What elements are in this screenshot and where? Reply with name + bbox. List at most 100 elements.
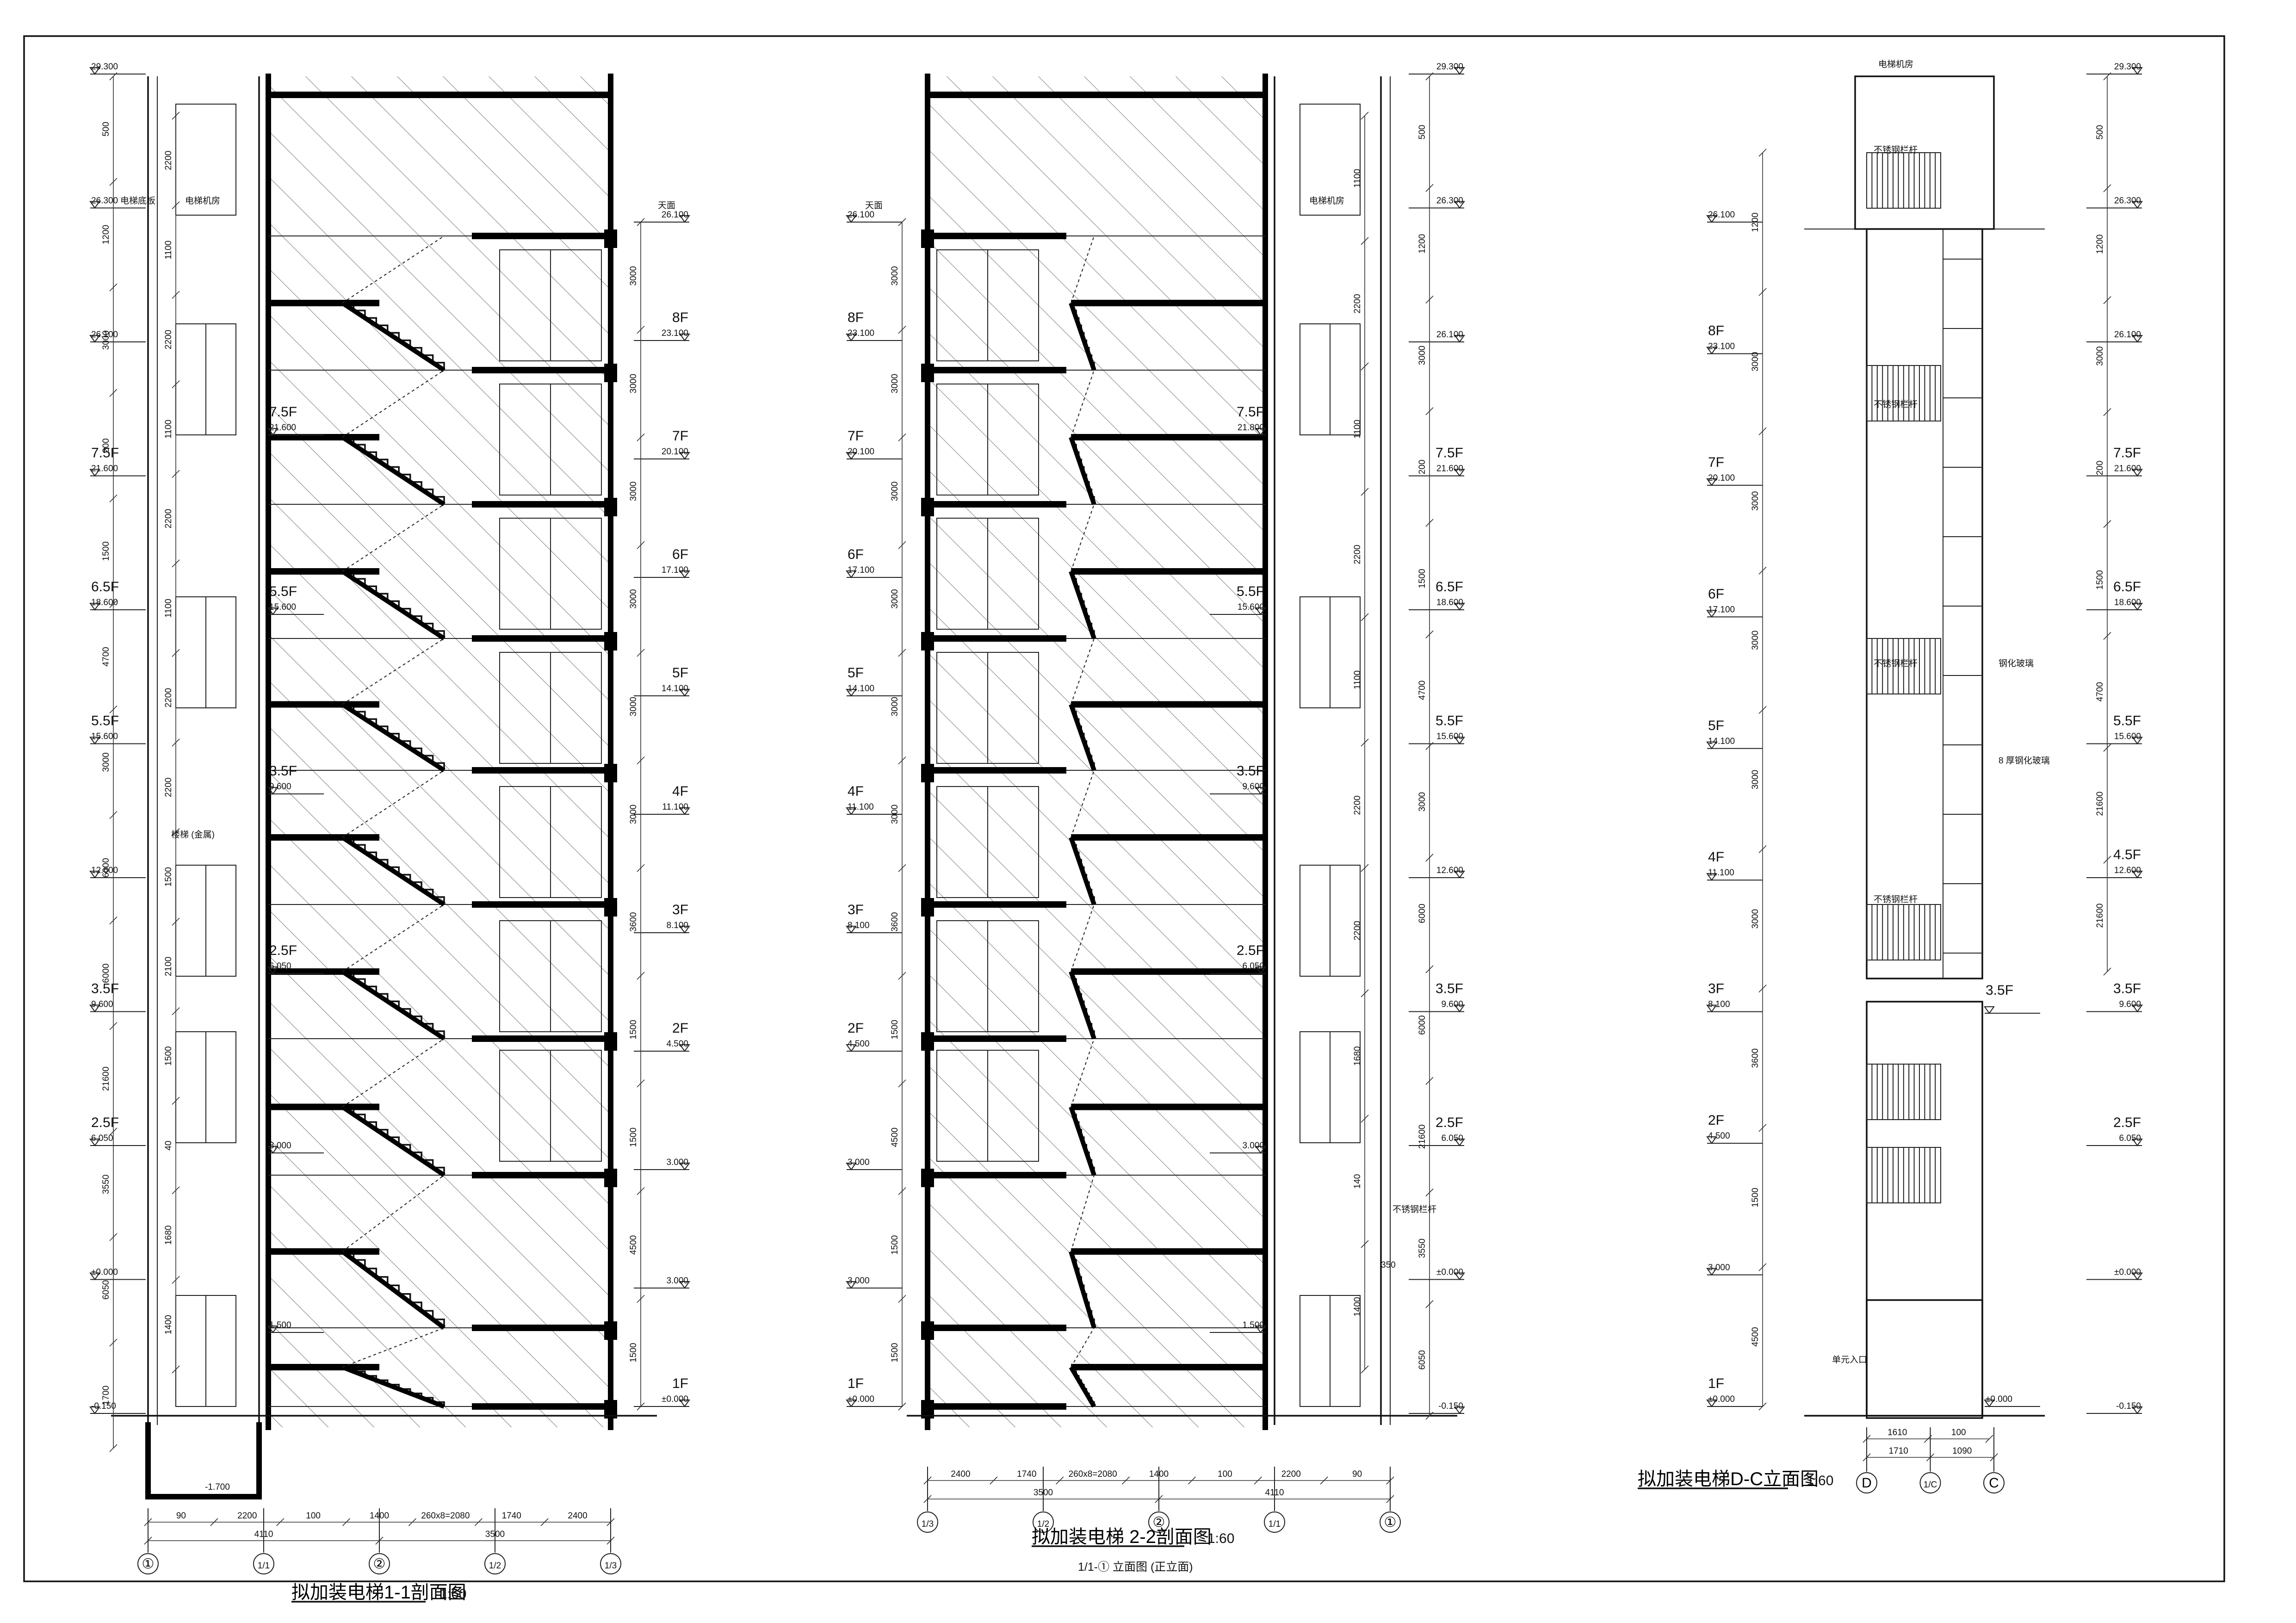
inner-dim-tick — [172, 917, 180, 926]
inner-dim-tick — [1361, 488, 1369, 496]
inner-dim-value: 1500 — [164, 867, 173, 886]
column-block — [604, 1032, 617, 1051]
level-floor-label: 5.5F — [2113, 713, 2141, 729]
dim-tick — [2103, 184, 2111, 192]
inner-dim-value: 2200 — [164, 688, 173, 707]
level-elevation: 26.100 — [2114, 330, 2141, 340]
dim-value: 3000 — [101, 752, 111, 772]
right-dimensions: 5001200300020015004700300060006000216003… — [1417, 72, 1434, 1420]
level-triangle — [89, 201, 100, 209]
level-floor-label: 5F — [672, 665, 688, 681]
level-elevation: ±0.000 — [662, 1394, 688, 1404]
level-floor-label: 7.5F — [1436, 446, 1463, 461]
dim-tick — [2103, 632, 2111, 640]
level-triangle — [679, 926, 690, 934]
section-scale: 1:60 — [439, 1586, 466, 1602]
dim-tick — [474, 1518, 483, 1526]
stair-flight — [342, 1106, 445, 1175]
dim-value: 3000 — [2095, 347, 2105, 366]
dim-tick — [1425, 407, 1434, 415]
inner-dim-tick — [1361, 613, 1369, 621]
level-elevation: 26.100 — [1436, 330, 1463, 340]
grid-label: 1/2 — [489, 1561, 501, 1571]
note-tempered-glass: 8 厚钢化玻璃 — [1999, 756, 2050, 766]
dim-value: 1740 — [502, 1511, 521, 1521]
dim-value: 3000 — [1417, 346, 1427, 365]
dim-value: 4500 — [629, 1235, 638, 1255]
column-block — [921, 364, 934, 382]
column-block — [604, 764, 617, 782]
inner-dim-tick — [172, 1365, 180, 1374]
left-level-marks: 26.1008F23.1007F20.1006F17.1005F14.1004F… — [846, 210, 902, 1407]
stair-flight — [342, 570, 445, 638]
level-triangle — [1454, 871, 1465, 879]
grid-label: ① — [142, 1556, 155, 1572]
dim-value: 3000 — [629, 589, 638, 608]
level-floor-label: 4F — [1708, 849, 1724, 865]
level-triangle — [679, 689, 690, 697]
level-floor-label: 7F — [672, 428, 688, 444]
stair-upper-flight — [342, 770, 445, 838]
level-floor-label: 3.5F — [2113, 981, 2141, 997]
level-triangle — [679, 334, 690, 341]
level-triangle — [846, 926, 857, 934]
dim-tick — [1758, 566, 1767, 575]
stair-level-elevation: 15.600 — [1238, 602, 1264, 612]
dim-tick — [1425, 1077, 1434, 1085]
stair-upper-flight — [342, 504, 445, 572]
dim-tick — [1758, 1402, 1767, 1411]
stair-level-marks: 7.5F21.6005.5F15.6003.5F9.6002.5F6.0503.… — [267, 404, 324, 1333]
dim-value: 6000 — [101, 858, 111, 877]
column-block — [604, 229, 617, 248]
inner-dim-tick — [172, 112, 180, 120]
grid-label: ② — [1153, 1515, 1165, 1530]
level-floor-label: 8F — [1708, 323, 1724, 338]
grid-circle — [253, 1553, 274, 1574]
elevation-d-c: 26.1008F23.1007F20.1006F17.1005F14.1004F… — [1638, 59, 2143, 1493]
stair-upper-flight — [342, 638, 445, 705]
dim-value: 3000 — [1417, 792, 1427, 812]
left-level-marks: 29.30026.30026.1007.5F21.6006.5F18.6005.… — [89, 62, 146, 1414]
level-elevation: 20.100 — [1708, 473, 1735, 483]
dim-value: 1610 — [1888, 1428, 1907, 1437]
stair-level-triangle — [267, 428, 278, 436]
level-triangle — [1706, 1268, 1717, 1276]
dim-value: 1200 — [1417, 234, 1427, 254]
stair-level-marks: 7.5F21.8005.5F15.6003.5F9.6002.5F6.0503.… — [1210, 404, 1266, 1333]
dim-tick — [1425, 854, 1434, 862]
inner-dim-tick — [172, 1276, 180, 1284]
dim-tick — [2103, 296, 2111, 304]
grid-circle — [1919, 1472, 1941, 1493]
stair-stringer — [1069, 436, 1096, 505]
stair-level-triangle — [1255, 787, 1266, 795]
dim-value: 6000 — [1417, 1015, 1427, 1035]
dim-value: 200 — [101, 438, 111, 453]
stair-flight — [1071, 436, 1095, 504]
level-triangle — [846, 1281, 857, 1289]
dim-tick — [898, 326, 906, 334]
level-elevation: 11.100 — [848, 802, 874, 812]
stair-stringer — [341, 1105, 446, 1177]
level-triangle — [2132, 871, 2143, 879]
dim-tick — [1758, 427, 1767, 435]
dim-tick — [1758, 985, 1767, 993]
dim-value: 3000 — [629, 805, 638, 824]
grid-circle — [600, 1553, 621, 1574]
level-floor-label: 3.5F — [1436, 981, 1463, 997]
level-floor-label: 1F — [672, 1376, 688, 1391]
level-elevation: 26.300 — [91, 196, 118, 206]
stair-upper-flight — [1071, 904, 1095, 972]
level-elevation: 12.600 — [2114, 866, 2141, 875]
annotation-notes: 电梯机房天面电梯底板楼梯 (金属)-1.700 — [120, 196, 675, 1492]
level-triangle — [2132, 1004, 2143, 1013]
dim-value: 2200 — [237, 1511, 257, 1521]
balcony-railings — [1866, 152, 1982, 1203]
level-triangle — [89, 1406, 100, 1414]
dim-tick — [1758, 149, 1767, 157]
dim-tick — [109, 72, 118, 81]
dim-value: 3000 — [1751, 909, 1760, 929]
